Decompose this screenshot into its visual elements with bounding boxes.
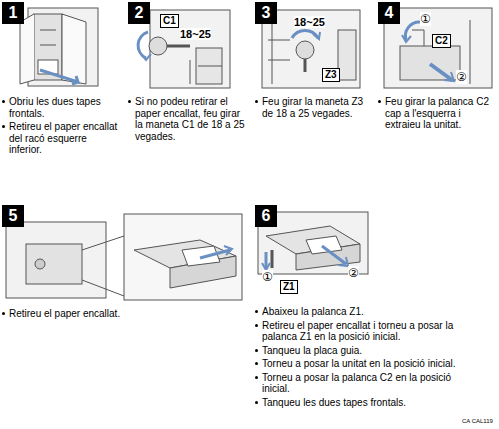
callout-number: 18~25 <box>294 16 325 28</box>
bullet-item: Tanqueu les dues tapes frontals. <box>255 397 470 409</box>
bullet-dot <box>255 100 258 103</box>
callout-number: 18~25 <box>180 28 211 40</box>
part-name: Z3 <box>325 69 337 81</box>
figure-code: CA CAL119 <box>462 418 493 424</box>
instruction-text: Obriu les dues tapes frontals. <box>9 96 120 119</box>
callout-box: Z1 <box>280 280 298 294</box>
instruction-text: Si no podeu retirar el paper encallat, f… <box>135 96 246 142</box>
instruction-text: Torneu a posar la palanca C2 en la posic… <box>262 372 470 395</box>
bullet-dot <box>255 376 258 379</box>
bullet-dot <box>255 349 258 352</box>
instruction-column: Abaixeu la palanca Z1. Retireu el paper e… <box>255 306 470 410</box>
step-number: 2 <box>128 2 150 24</box>
instruction-text: Feu girar la palanca C2 cap a l'esquerra… <box>385 96 496 131</box>
bullet-dot <box>378 100 381 103</box>
bullet-dot <box>128 100 131 103</box>
instruction-text: Tanqueu les dues tapes frontals. <box>262 397 406 409</box>
step-number-text: 3 <box>262 4 271 22</box>
bullet-item: Torneu a posar la palanca C2 en la posic… <box>255 372 470 395</box>
step-number-text: 6 <box>262 207 271 225</box>
step-number: 4 <box>378 2 400 24</box>
bullet-item: Obriu les dues tapes frontals. <box>2 96 120 119</box>
step-number: 6 <box>255 205 277 227</box>
step-number: 3 <box>255 2 277 24</box>
instruction-text: Retireu el paper encallat del racó esque… <box>9 121 120 156</box>
part-name: C1 <box>163 15 176 27</box>
bullet-item: Tanqueu la placa guia. <box>255 345 470 357</box>
instruction-text: Retireu el paper encallat i torneu a pos… <box>262 320 470 343</box>
bullet-item: Retireu el paper encallat. <box>2 308 242 320</box>
part-name: Z1 <box>283 281 295 293</box>
instruction-text: Torneu a posar la unitat en la posició i… <box>262 358 455 370</box>
callout-number: ① <box>420 12 431 26</box>
bullet-dot <box>2 100 5 103</box>
bullet-dot <box>2 312 5 315</box>
step-number: 1 <box>2 2 24 24</box>
bullet-dot <box>255 324 258 327</box>
bullet-item: Abaixeu la palanca Z1. <box>255 306 470 318</box>
bullet-dot <box>2 125 5 128</box>
bullet-item: Feu girar la palanca C2 cap a l'esquerra… <box>378 96 496 131</box>
step-number-text: 5 <box>9 207 18 225</box>
instruction-column: Si no podeu retirar el paper encallat, f… <box>128 96 246 144</box>
instruction-column: Retireu el paper encallat. <box>2 308 242 322</box>
instruction-text: Tanqueu la placa guia. <box>262 345 362 357</box>
step-number: 5 <box>2 205 24 227</box>
bullet-item: Retireu el paper encallat del racó esque… <box>2 121 120 156</box>
step-number-text: 4 <box>385 4 394 22</box>
callout-number: ② <box>456 70 467 84</box>
bullet-item: Si no podeu retirar el paper encallat, f… <box>128 96 246 142</box>
instruction-text: Abaixeu la palanca Z1. <box>262 306 364 318</box>
bullet-item: Retireu el paper encallat i torneu a pos… <box>255 320 470 343</box>
instruction-text: Feu girar la maneta Z3 de 18 a 25 vegade… <box>262 96 367 119</box>
bullet-item: Feu girar la maneta Z3 de 18 a 25 vegade… <box>255 96 367 119</box>
instruction-column: Obriu les dues tapes frontals.Retireu el… <box>2 96 120 158</box>
callout-box: C2 <box>432 34 451 48</box>
step-number-text: 2 <box>135 4 144 22</box>
bullet-dot <box>255 362 258 365</box>
callout-number: ② <box>348 266 359 280</box>
step-number-text: 1 <box>9 4 18 22</box>
bullet-item: Torneu a posar la unitat en la posició i… <box>255 358 470 370</box>
callout-number: ① <box>262 270 273 284</box>
instruction-column: Feu girar la palanca C2 cap a l'esquerra… <box>378 96 496 133</box>
callout-box: C1 <box>160 14 179 28</box>
part-name: C2 <box>435 35 448 47</box>
instruction-column: Feu girar la maneta Z3 de 18 a 25 vegade… <box>255 96 367 121</box>
instruction-text: Retireu el paper encallat. <box>9 308 120 320</box>
bullet-dot <box>255 401 258 404</box>
bullet-dot <box>255 310 258 313</box>
callout-box: Z3 <box>322 68 340 82</box>
